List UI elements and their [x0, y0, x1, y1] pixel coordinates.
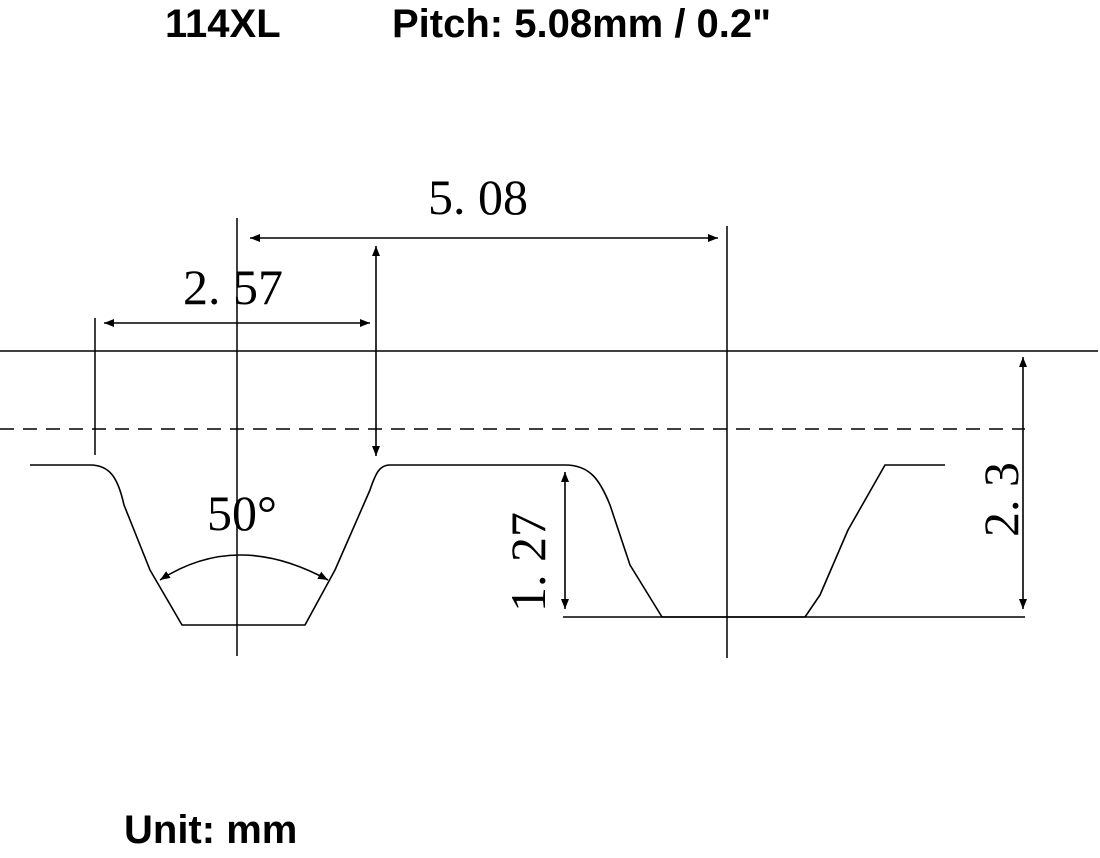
belt-code-title: 114XL — [165, 2, 281, 46]
tooth-height-dimension-label: 1. 27 — [500, 512, 556, 612]
pitch-title: Pitch: 5.08mm / 0.2" — [392, 2, 772, 46]
tooth-angle-arc — [159, 554, 329, 581]
tooth-angle-label: 50° — [207, 485, 277, 541]
tooth-profile — [30, 464, 945, 626]
tooth-width-dimension-label: 2. 57 — [183, 259, 283, 315]
belt-thickness-dimension-label: 2. 3 — [973, 462, 1029, 537]
pitch-dimension-label: 5. 08 — [428, 169, 528, 225]
unit-label: Unit: mm — [124, 808, 298, 852]
